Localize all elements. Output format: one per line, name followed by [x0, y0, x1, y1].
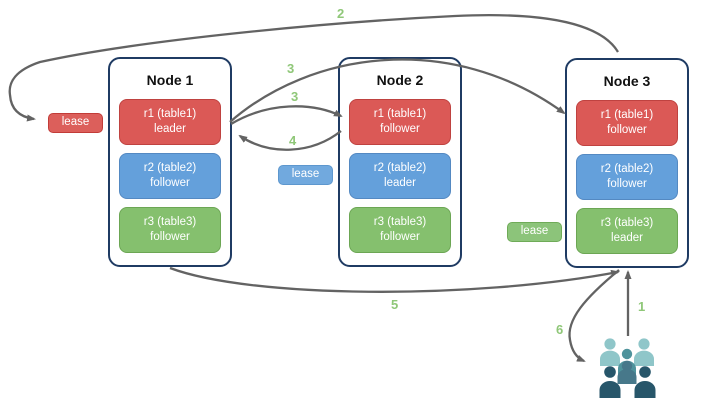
lease-tag-table2: lease: [278, 165, 333, 185]
arrow-label-6: 6: [556, 322, 564, 337]
lease-tag-table1: lease: [48, 113, 103, 133]
node-3-replica-r3: r3 (table3) leader: [576, 208, 678, 254]
node-1-replica-r3: r3 (table3) follower: [119, 207, 221, 253]
replica-name: r3 (table3): [373, 216, 427, 229]
arrow-label-4: 4: [289, 133, 297, 148]
lease-tag-table3: lease: [507, 222, 562, 242]
replica-role: follower: [380, 123, 420, 135]
arrow-label-3b: 3: [291, 89, 299, 104]
arrow-label-5: 5: [391, 297, 399, 312]
replica-role: leader: [154, 123, 186, 135]
arrow-label-2: 2: [337, 6, 345, 21]
replica-role: leader: [384, 177, 416, 189]
replica-role: follower: [150, 177, 190, 189]
node-1-replica-r2: r2 (table2) follower: [119, 153, 221, 199]
replica-role: leader: [611, 232, 643, 244]
replica-role: follower: [607, 178, 647, 190]
replica-name: r2 (table2): [143, 162, 197, 175]
replica-role: follower: [380, 231, 420, 243]
replica-role: follower: [607, 124, 647, 136]
arrow-label-3a: 3: [287, 61, 295, 76]
replica-name: r3 (table3): [143, 216, 197, 229]
replica-name: r2 (table2): [373, 162, 427, 175]
replica-role: follower: [150, 231, 190, 243]
arrow-label-1: 1: [638, 299, 646, 314]
node-2-replica-r3: r3 (table3) follower: [349, 207, 451, 253]
replica-name: r2 (table2): [600, 163, 654, 176]
replica-name: r3 (table3): [600, 217, 654, 230]
node-2-replica-r2: r2 (table2) leader: [349, 153, 451, 199]
node-3-replica-r2: r2 (table2) follower: [576, 154, 678, 200]
